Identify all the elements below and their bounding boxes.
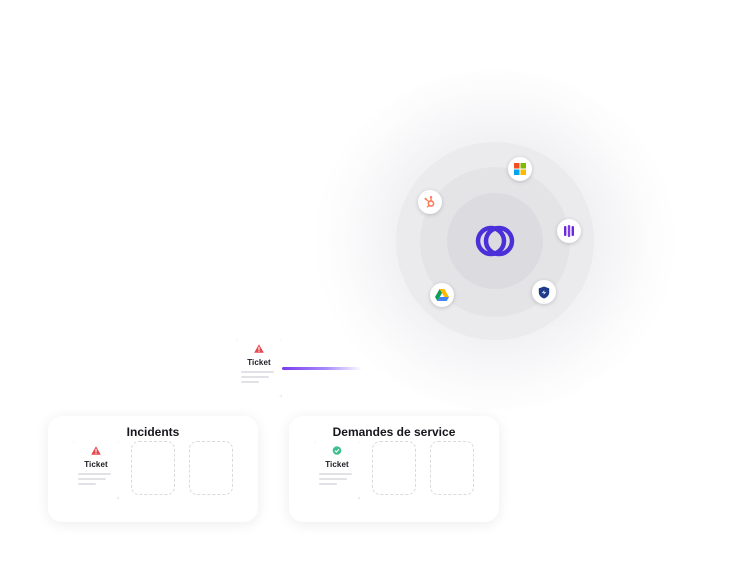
- panel-title: Demandes de service: [332, 425, 456, 439]
- panel-incidents: Incidents Ticket: [48, 416, 258, 522]
- panel-service-requests: Demandes de service Ticket: [289, 416, 499, 522]
- hubspot-icon: [418, 190, 442, 214]
- incoming-ticket-card[interactable]: Ticket: [236, 339, 282, 397]
- connector-line: [282, 367, 362, 370]
- empty-ticket-slot: [189, 441, 233, 495]
- bar-brand-icon: [557, 219, 581, 243]
- empty-ticket-slot: [372, 441, 416, 495]
- ticket-text-line: [319, 478, 347, 480]
- ticket-label: Ticket: [247, 358, 271, 367]
- ticket-text-line: [241, 376, 269, 378]
- ticket-label: Ticket: [325, 460, 349, 469]
- empty-ticket-slot: [131, 441, 175, 495]
- ticket-text-line: [78, 478, 106, 480]
- hub-ring-inner: [447, 193, 543, 289]
- interlocked-rings-logo: [475, 225, 515, 257]
- google-drive-icon: [430, 283, 454, 307]
- panel-title: Incidents: [126, 425, 180, 439]
- ticket-text-line: [319, 483, 337, 485]
- service-request-ticket-card[interactable]: Ticket: [314, 441, 360, 499]
- empty-ticket-slot: [430, 441, 474, 495]
- shield-icon: [532, 280, 556, 304]
- ticket-label: Ticket: [84, 460, 108, 469]
- ticket-text-line: [241, 381, 259, 383]
- ticket-text-line: [78, 483, 96, 485]
- ticket-text-line: [319, 473, 352, 475]
- check-circle-icon: [333, 446, 342, 455]
- incident-ticket-card[interactable]: Ticket: [73, 441, 119, 499]
- warning-triangle-icon: [91, 446, 101, 455]
- ticket-text-line: [78, 473, 111, 475]
- ticket-text-line: [241, 371, 274, 373]
- microsoft-icon: [508, 157, 532, 181]
- warning-triangle-icon: [254, 344, 264, 353]
